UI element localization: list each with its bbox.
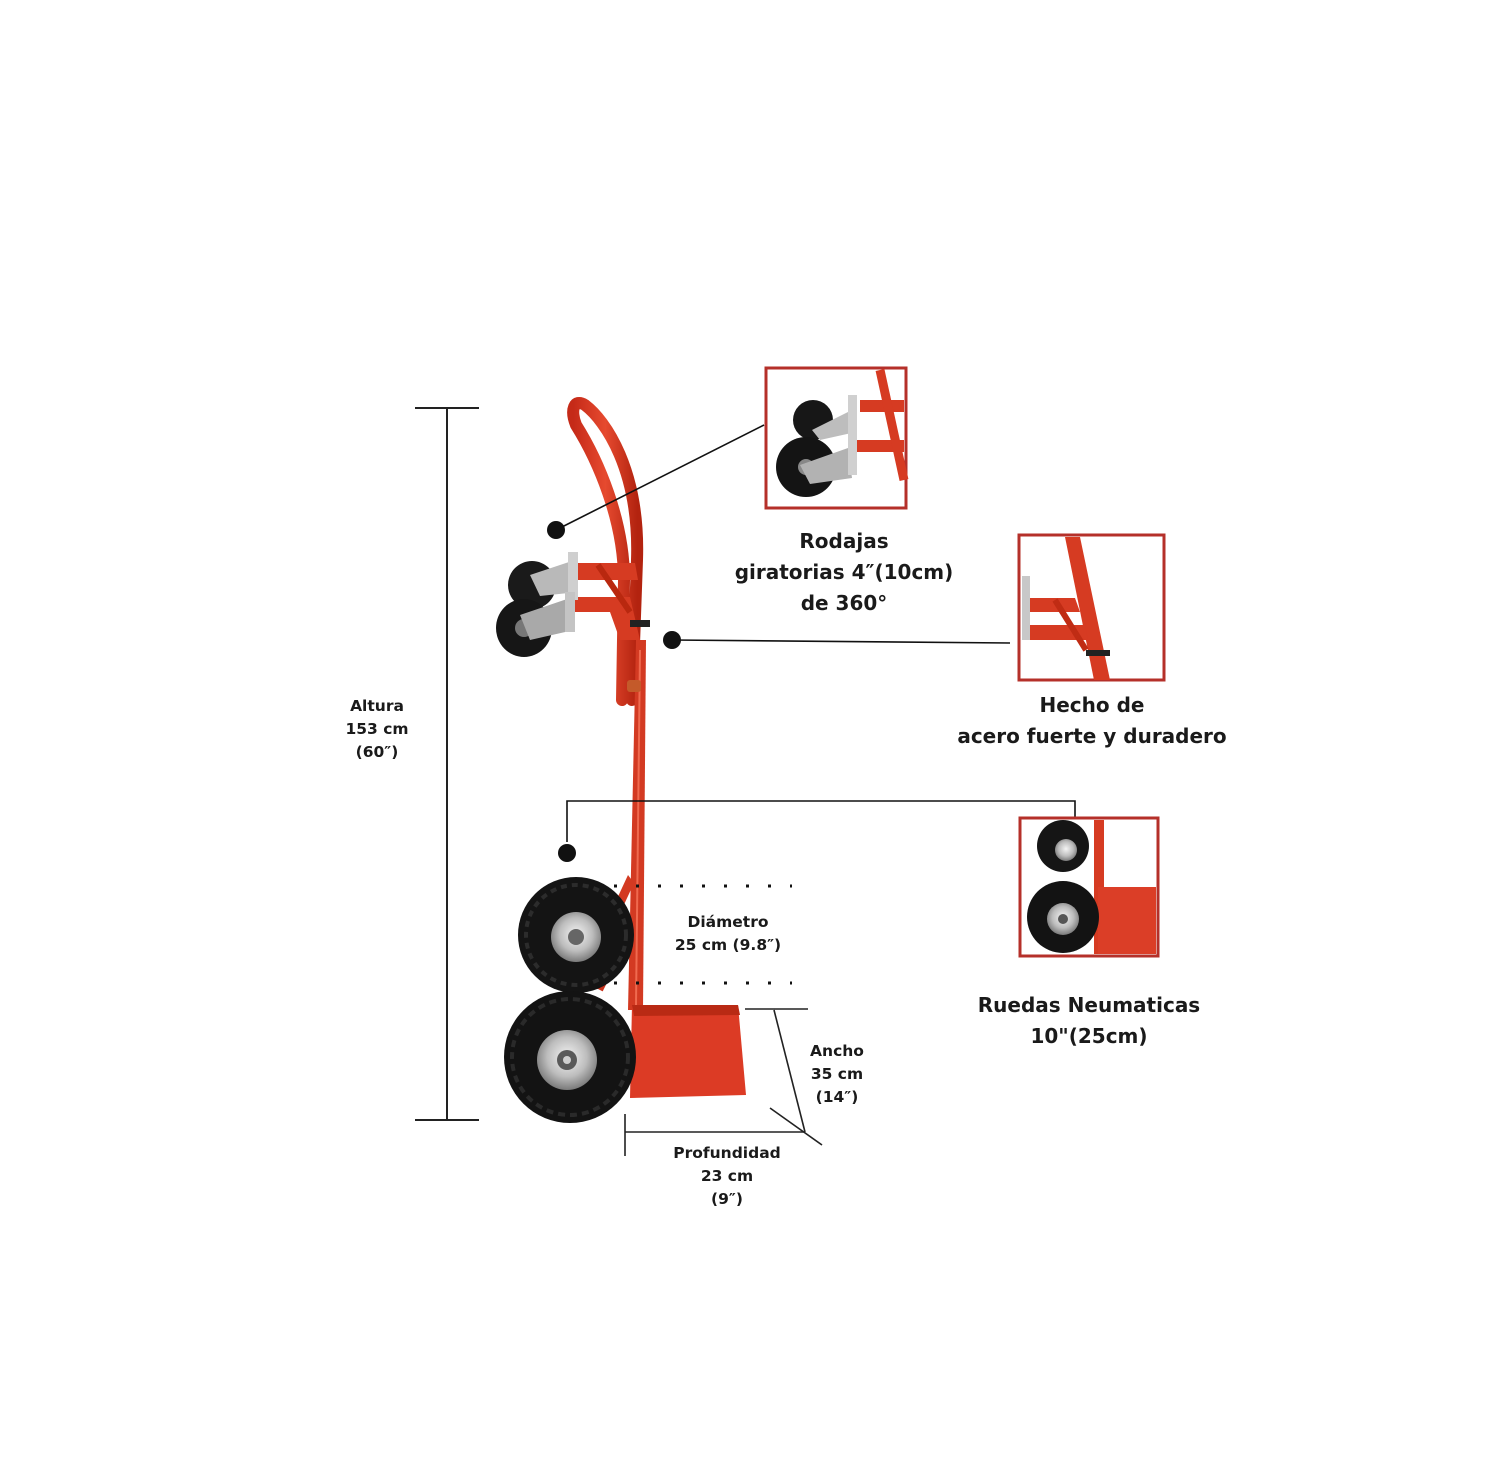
- hand-truck-icon: [496, 397, 746, 1123]
- width-label-line-3: (14″): [815, 1088, 859, 1106]
- width-label: Ancho 35 cm (14″): [796, 1040, 878, 1109]
- diameter-label: Diámetro 25 cm (9.8″): [660, 911, 796, 957]
- casters-label-line-3: de 360°: [800, 591, 888, 615]
- width-label-line-1: Ancho: [810, 1042, 864, 1060]
- diameter-label-line-2: 25 cm (9.8″): [674, 936, 782, 954]
- depth-label-line-1: Profundidad: [673, 1144, 781, 1162]
- casters-label-line-2: giratorias 4″(10cm): [734, 560, 954, 584]
- depth-label: Profundidad 23 cm (9″): [660, 1142, 794, 1211]
- casters-label-line-1: Rodajas: [799, 529, 889, 553]
- caster-wheel-icon: [496, 552, 578, 657]
- height-label: Altura 153 cm (60″): [330, 695, 424, 764]
- height-dimension-line: [415, 407, 479, 1121]
- height-label-line-2: 153 cm: [345, 720, 409, 738]
- casters-leader: [547, 424, 765, 539]
- pneumatic-label-line-2: 10"(25cm): [1030, 1024, 1148, 1048]
- pneumatic-label: Ruedas Neumaticas 10"(25cm): [965, 990, 1213, 1052]
- steel-inset: [1017, 533, 1166, 682]
- steel-label-line-2: acero fuerte y duradero: [957, 724, 1227, 748]
- width-label-line-2: 35 cm: [810, 1065, 864, 1083]
- diameter-label-line-1: Diámetro: [687, 913, 769, 931]
- depth-label-line-3: (9″): [711, 1190, 743, 1208]
- casters-label: Rodajas giratorias 4″(10cm) de 360°: [724, 526, 964, 619]
- pneumatic-label-line-1: Ruedas Neumaticas: [977, 993, 1201, 1017]
- depth-label-line-2: 23 cm: [700, 1167, 754, 1185]
- steel-leader: [663, 631, 1011, 649]
- height-label-line-1: Altura: [350, 697, 404, 715]
- diameter-guides: [614, 884, 792, 985]
- pneumatic-leader: [558, 800, 1076, 862]
- pneumatic-wheel-icon: [504, 877, 636, 1123]
- width-depth-lines: [624, 1008, 823, 1156]
- steel-label: Hecho de acero fuerte y duradero: [950, 690, 1234, 752]
- pneumatic-inset: [1018, 816, 1160, 958]
- height-label-line-3: (60″): [355, 743, 399, 761]
- caster-inset: [764, 366, 909, 510]
- steel-label-line-1: Hecho de: [1039, 693, 1145, 717]
